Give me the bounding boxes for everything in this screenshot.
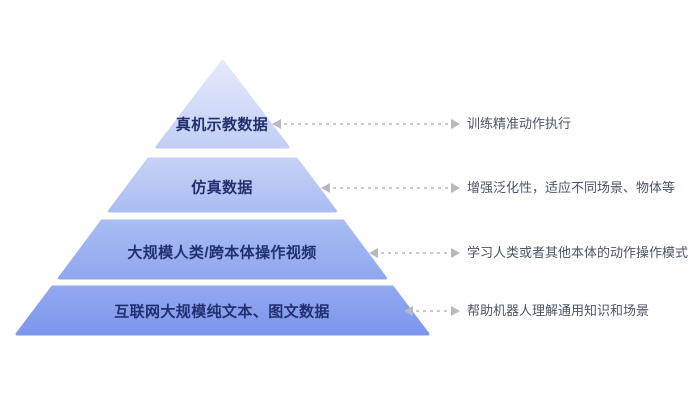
pyramid-level-2-label: 仿真数据 bbox=[191, 179, 253, 197]
level-2-description: 增强泛化性，适应不同场景、物体等 bbox=[467, 180, 676, 195]
left-arrowhead-icon bbox=[321, 183, 330, 193]
pyramid-level-1-label: 真机示教数据 bbox=[175, 116, 269, 134]
right-arrowhead-icon bbox=[451, 248, 460, 258]
pyramid-level-3-label: 大规模人类/跨本体操作视频 bbox=[127, 244, 317, 262]
pyramid-level-2-shape bbox=[108, 157, 337, 213]
pyramid-level-4-shape bbox=[15, 285, 430, 336]
right-arrowhead-icon bbox=[451, 119, 460, 129]
right-arrowhead-icon bbox=[451, 183, 460, 193]
connector-row-3 bbox=[369, 248, 460, 258]
right-arrowhead-icon bbox=[451, 306, 460, 316]
pyramid-level-3-shape bbox=[58, 219, 387, 280]
pyramid-level-1-shape bbox=[155, 59, 290, 149]
level-4-description: 帮助机器人理解通用知识和场景 bbox=[467, 303, 650, 318]
pyramid-level-4-label: 互联网大规模纯文本、图文数据 bbox=[114, 303, 330, 321]
level-3-description: 学习人类或者其他本体的动作操作模式 bbox=[467, 245, 689, 260]
connector-row-1 bbox=[272, 119, 460, 129]
connector-row-4 bbox=[404, 306, 460, 316]
left-arrowhead-icon bbox=[404, 306, 413, 316]
level-1-description: 训练精准动作执行 bbox=[467, 116, 572, 131]
left-arrowhead-icon bbox=[369, 248, 378, 258]
connector-row-2 bbox=[321, 183, 460, 193]
left-arrowhead-icon bbox=[272, 119, 281, 129]
